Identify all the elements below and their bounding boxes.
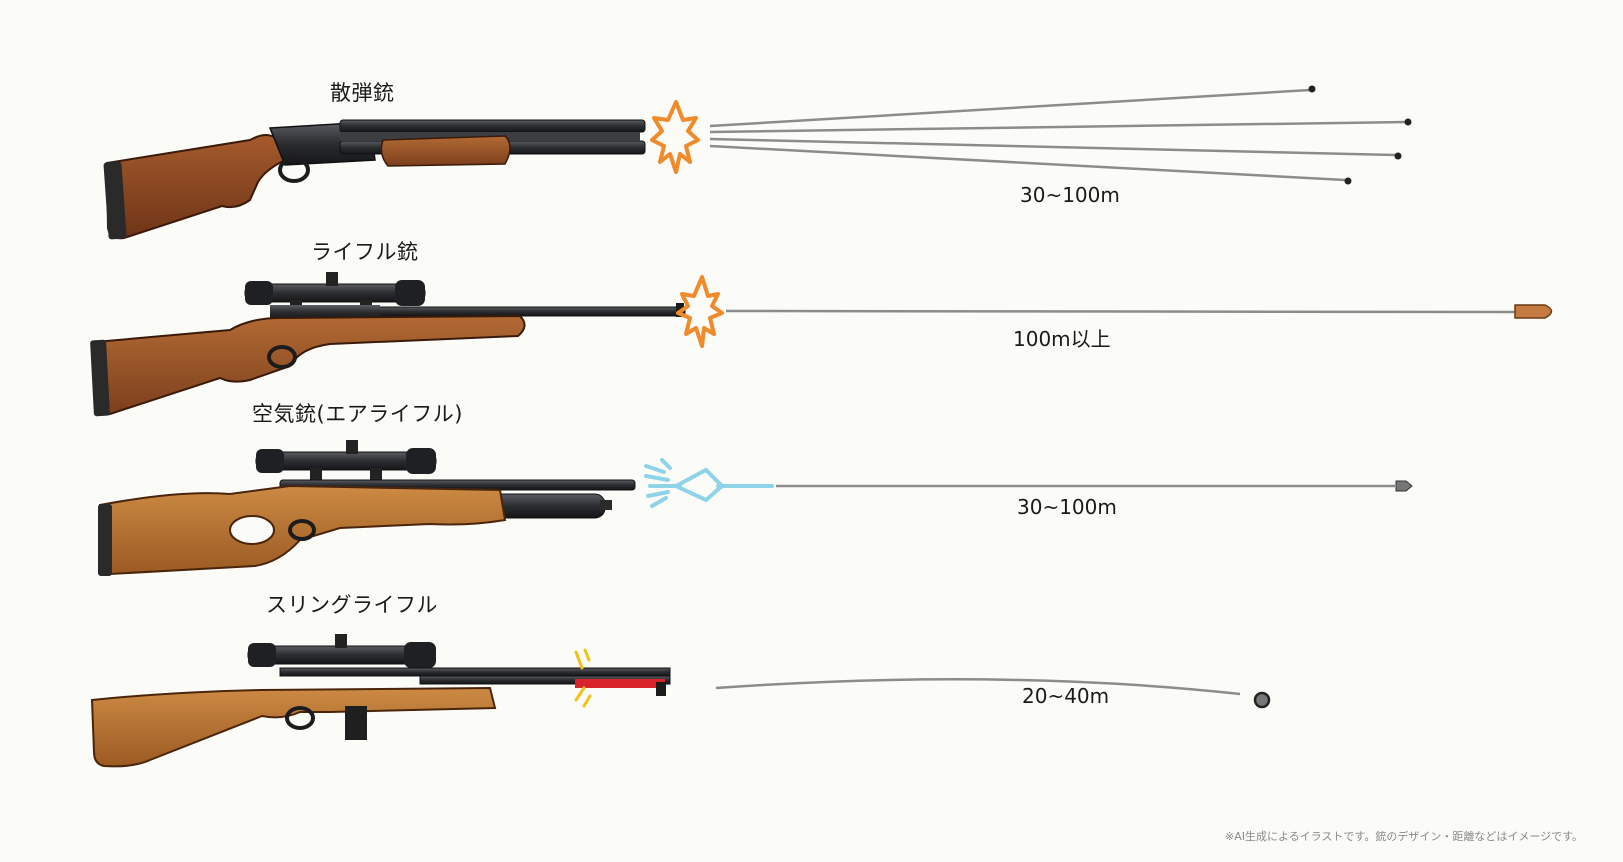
shotgun-illustration bbox=[103, 119, 646, 240]
star-burst-icon bbox=[676, 275, 724, 348]
rifle-illustration bbox=[90, 272, 686, 417]
sling-rifle-illustration bbox=[90, 634, 671, 768]
star-burst-icon bbox=[650, 100, 700, 174]
sling-rifle-trajectory bbox=[715, 678, 1241, 696]
shotgun-label: 散弾銃 bbox=[330, 81, 395, 105]
sling-rifle-range: 20~40m bbox=[1022, 684, 1110, 708]
stone-icon bbox=[1253, 691, 1271, 709]
sling-rifle-label: スリングライフル bbox=[266, 593, 438, 617]
air-rifle-illustration bbox=[98, 440, 636, 576]
shotgun-range: 30~100m bbox=[1020, 183, 1120, 207]
rifle-range: 100m以上 bbox=[1013, 327, 1111, 351]
bullet-icon bbox=[1514, 304, 1553, 319]
rifle-trajectory bbox=[725, 309, 1516, 314]
tension-mark-icon bbox=[574, 648, 592, 708]
air-rifle-label: 空気銃(エアライフル) bbox=[252, 402, 463, 426]
pellet-icon bbox=[1308, 85, 1412, 185]
air-rifle-range: 30~100m bbox=[1017, 495, 1117, 519]
footnote: ※AI生成によるイラストです。銃のデザイン・距離などはイメージです。 bbox=[1224, 830, 1583, 843]
rifle-label: ライフル銃 bbox=[311, 240, 419, 264]
shotgun-trajectory bbox=[709, 88, 1406, 182]
diamond-burst-icon bbox=[644, 458, 774, 508]
pellet-icon bbox=[1395, 480, 1413, 492]
